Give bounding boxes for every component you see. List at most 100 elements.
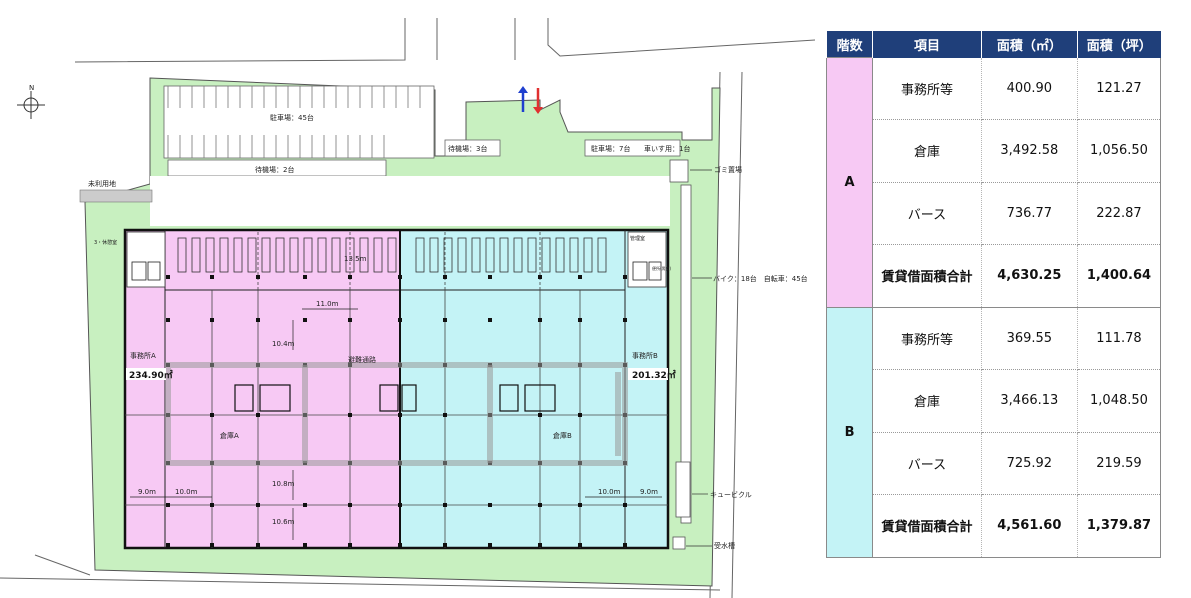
column-mark (398, 413, 402, 417)
office-b-label: 事務所B (632, 351, 658, 360)
column-mark (538, 318, 542, 322)
dim-9-left: 9.0m (138, 488, 156, 496)
dock-door (205, 237, 215, 273)
row-tsubo: 1,056.50 (1077, 119, 1162, 183)
row-item: 倉庫 (872, 369, 982, 433)
column-mark (578, 275, 582, 279)
row-item: バース (872, 182, 982, 245)
stair-icons (234, 384, 556, 412)
column-mark (443, 543, 447, 547)
header-item: 項目 (872, 31, 982, 58)
parking-main-label: 駐車場：45台 (270, 113, 314, 122)
table-row: 倉庫 3,492.58 1,056.50 (827, 119, 1162, 183)
dim-10-4: 10.4m (272, 340, 295, 348)
dock-door (513, 237, 523, 273)
dock-door (443, 237, 453, 273)
floor-b-cell: B (825, 306, 874, 558)
dock-door (345, 237, 355, 273)
column-mark (348, 413, 352, 417)
svg-text:N: N (29, 84, 34, 92)
column-mark (303, 318, 307, 322)
dock-door (471, 237, 481, 273)
column-mark (348, 275, 352, 279)
bike-parking-label: バイク：18台 自転車：45台 (713, 274, 808, 283)
row-sqm: 4,561.60 (981, 494, 1078, 558)
column-mark (303, 275, 307, 279)
row-item: バース (872, 432, 982, 495)
row-item: 倉庫 (872, 119, 982, 183)
table-row-total: 賃貸借面積合計 4,630.25 1,400.64 (827, 244, 1162, 308)
row-tsubo: 1,048.50 (1077, 369, 1162, 433)
right-facilities (669, 159, 692, 550)
warehouse-a-label: 倉庫A (220, 431, 239, 440)
column-mark (578, 543, 582, 547)
row-sqm: 725.92 (981, 432, 1078, 495)
column-mark (166, 318, 170, 322)
column-mark (443, 503, 447, 507)
small-room-label-left: 3・休憩室 (94, 239, 117, 246)
unused-land-label: 未利用地 (88, 179, 116, 188)
row-tsubo: 1,379.87 (1077, 494, 1162, 558)
dim-11: 11.0m (316, 300, 339, 308)
dock-door (527, 237, 537, 273)
column-mark (256, 275, 260, 279)
dock-door (583, 237, 593, 273)
dock-door (303, 237, 313, 273)
header-floor: 階数 (825, 31, 873, 58)
column-mark (210, 543, 214, 547)
dock-door (499, 237, 509, 273)
dock-door (555, 237, 565, 273)
dock-door (289, 237, 299, 273)
column-mark (166, 543, 170, 547)
column-mark (578, 318, 582, 322)
row-sqm: 369.55 (981, 307, 1078, 370)
table-row-total: 賃貸借面積合計 4,561.60 1,379.87 (827, 494, 1162, 558)
column-mark (348, 503, 352, 507)
floor-a-cell: A (825, 57, 874, 308)
dock-door (275, 237, 285, 273)
small-room-label-right2: 便所(男女) (652, 265, 672, 271)
dock-door (457, 237, 467, 273)
warehouse-b-label: 倉庫B (553, 431, 572, 440)
column-mark (623, 275, 627, 279)
cubicle-label: キュービクル (710, 490, 752, 499)
column-mark (443, 413, 447, 417)
column-mark (578, 503, 582, 507)
dock-door (219, 237, 229, 273)
table-header-row: 階数 項目 面積（㎡） 面積（坪） (825, 31, 1161, 58)
column-mark (166, 503, 170, 507)
small-room-label-right: 管理室 (630, 235, 645, 242)
column-mark (398, 503, 402, 507)
parking-7-label: 駐車場：7台 (591, 144, 630, 153)
column-mark (256, 318, 260, 322)
table-row: バース 725.92 219.59 (827, 432, 1162, 495)
column-mark (488, 503, 492, 507)
column-mark (488, 275, 492, 279)
evac-corridor (165, 362, 628, 466)
evac-route-label: 避難通路 (348, 355, 376, 364)
row-tsubo: 219.59 (1077, 432, 1162, 495)
row-tsubo: 121.27 (1077, 57, 1162, 120)
dock-door (331, 237, 341, 273)
row-sqm: 3,466.13 (981, 369, 1078, 433)
dim-10-right: 10.0m (598, 488, 621, 496)
column-mark (578, 413, 582, 417)
column-mark (538, 503, 542, 507)
dock-door (429, 237, 439, 273)
column-mark (348, 543, 352, 547)
office-a-area: 234.90㎡ (129, 369, 173, 381)
column-mark (303, 543, 307, 547)
dim-10-left: 10.0m (175, 488, 198, 496)
dock-door (569, 237, 579, 273)
dock-door (387, 237, 397, 273)
dim-10-6: 10.6m (272, 518, 295, 526)
dock-door (261, 237, 271, 273)
row-sqm: 3,492.58 (981, 119, 1078, 183)
waiting-area-3-label: 待機場：3台 (448, 144, 487, 153)
column-mark (443, 275, 447, 279)
entry-exit-arrows (518, 86, 543, 114)
column-mark (538, 413, 542, 417)
table-row: A 事務所等 400.90 121.27 (825, 57, 1162, 308)
dock-door (541, 237, 551, 273)
office-b-area: 201.32㎡ (632, 369, 676, 381)
